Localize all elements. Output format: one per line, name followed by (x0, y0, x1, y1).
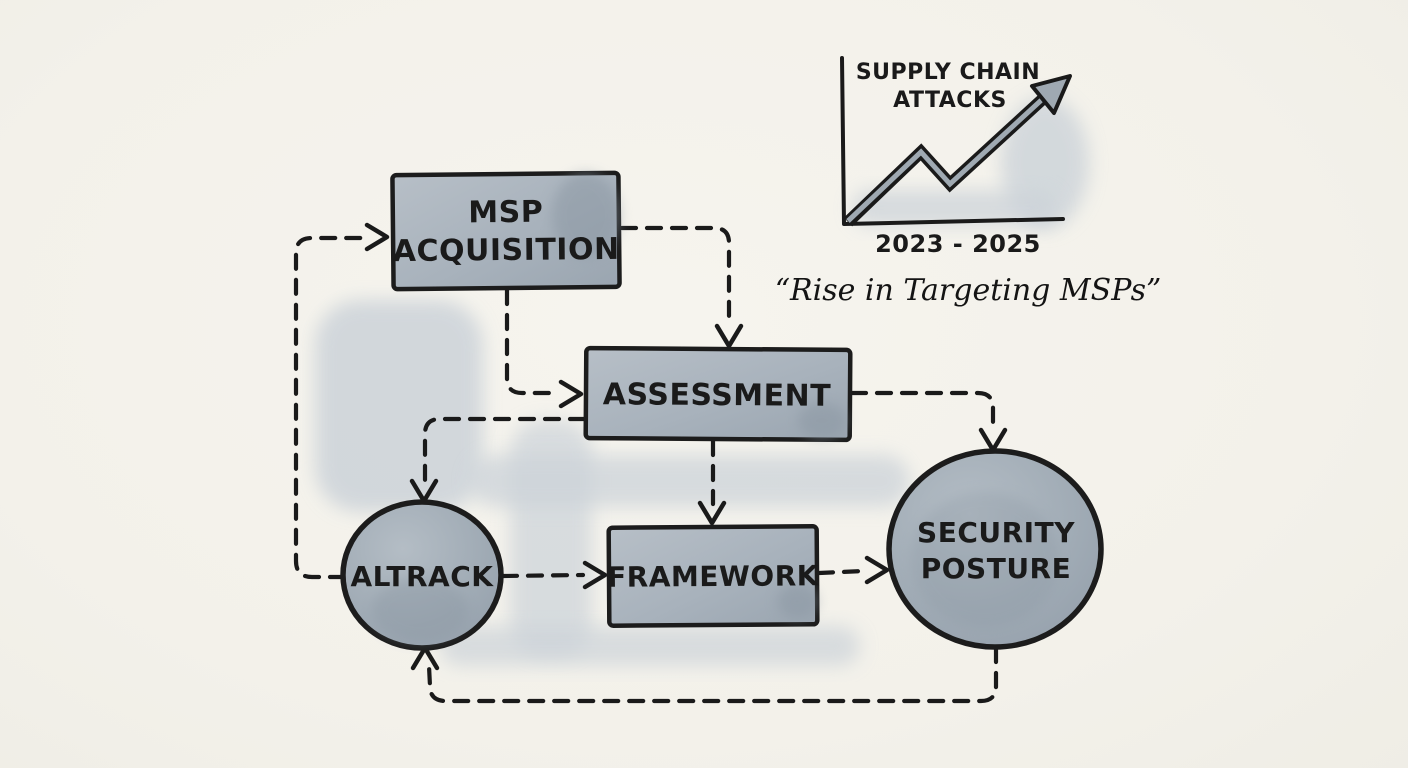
edges (293, 222, 1008, 704)
node-assessment: ASSESSMENT (583, 345, 853, 443)
edge-assessment-to-security-posture (849, 390, 1008, 453)
node-label-line: SECURITY (917, 516, 1075, 549)
node-label-line: ACQUISITION (393, 232, 620, 269)
chart-x-label: 2023 - 2025 (875, 230, 1041, 258)
edge-msp-acquisition-to-assessment-top (619, 225, 744, 349)
trend-chart: SUPPLY CHAIN ATTACKS 2023 - 2025 (840, 56, 1072, 258)
trend-arrowhead-icon (1030, 74, 1072, 115)
node-label-line: POSTURE (921, 552, 1072, 585)
watercolor-washes (315, 97, 1089, 666)
node-label-line: ALTRACK (351, 560, 495, 593)
node-framework: FRAMEWORK (606, 524, 820, 628)
caption-quote: “Rise in Targeting MSPs” (775, 273, 1162, 308)
node-msp-acquisition: MSP ACQUISITION (390, 170, 622, 292)
chart-axes (840, 56, 1065, 226)
edge-altrack-to-msp-acquisition (293, 222, 390, 580)
edge-framework-to-security-posture (816, 555, 890, 585)
chart-title-line: ATTACKS (893, 88, 1007, 113)
trend-arrow-fill (846, 92, 1050, 223)
node-security-posture: SECURITY POSTURE (886, 448, 1104, 650)
node-label-line: ASSESSMENT (603, 377, 832, 414)
edge-assessment-to-framework (697, 438, 727, 526)
edge-altrack-to-framework (500, 560, 608, 590)
node-label-line: MSP (468, 195, 543, 231)
edge-msp-acquisition-to-assessment-left (504, 287, 584, 409)
chart-title-line: SUPPLY CHAIN (856, 60, 1040, 85)
node-label-line: FRAMEWORK (607, 559, 820, 593)
node-altrack: ALTRACK (340, 499, 504, 651)
